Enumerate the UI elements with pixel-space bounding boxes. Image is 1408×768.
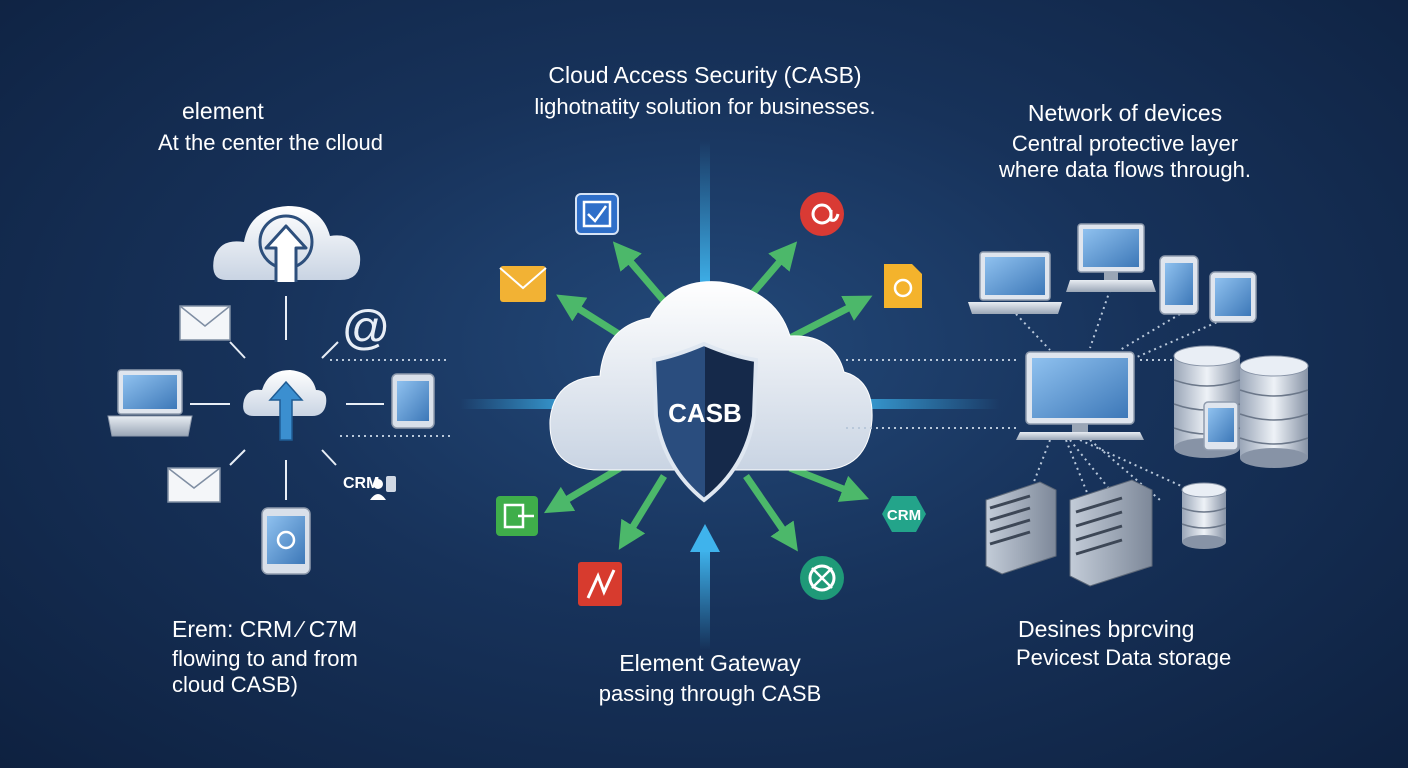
- laptop-icon: [107, 369, 193, 437]
- upload-cloud-icon: [213, 206, 361, 282]
- envelope-icon: [179, 305, 231, 341]
- title-line-2: lighotnatity solution for businesses.: [534, 94, 876, 119]
- casb-shield-label: CASB: [668, 398, 742, 428]
- server-icon: [985, 481, 1057, 575]
- compass-icon: [800, 556, 844, 600]
- server-icon: [1069, 479, 1153, 587]
- right-bottom-heading: Desines bprcving: [1018, 616, 1195, 642]
- right-crm-label: CRM: [887, 507, 921, 524]
- tablet-icon: [391, 373, 435, 429]
- export-icon: [496, 496, 538, 536]
- phone-icon: [1159, 255, 1199, 315]
- bottom-center-subtitle: passing through CASB: [598, 681, 822, 706]
- shield-icon: CASB: [651, 341, 759, 503]
- monitor-icon: [1066, 223, 1156, 292]
- tablet-icon: [1209, 271, 1257, 323]
- envelope-icon: [167, 467, 221, 503]
- database-icon: [1239, 355, 1309, 468]
- right-cluster: [846, 223, 1309, 587]
- cloud-hub-icon: [243, 370, 327, 441]
- right-top-line-2: Central protective layer: [1011, 131, 1239, 156]
- left-top-subtitle: At the center the clloud: [158, 130, 384, 155]
- right-bottom-subtitle: Pevicest Data storage: [1016, 645, 1232, 670]
- left-bottom-line-2: flowing to and from: [172, 646, 358, 671]
- left-crm-label: CRM: [343, 475, 379, 492]
- crm-user-icon: CRM: [343, 475, 396, 500]
- mail-icon: [499, 266, 547, 302]
- left-top-heading: element: [182, 98, 264, 124]
- phone-icon: [1203, 401, 1239, 451]
- database-icon: [1181, 482, 1227, 549]
- right-dotted-lines: [846, 289, 1223, 501]
- phone-icon: [261, 507, 311, 575]
- desktop-monitor-icon: [1016, 351, 1144, 440]
- left-connector-lines: [190, 296, 384, 500]
- left-bottom-line-3: cloud CASB): [172, 672, 298, 697]
- right-top-heading: Network of devices: [1027, 100, 1223, 126]
- document-icon: [884, 264, 922, 308]
- checkbox-icon: [575, 193, 619, 235]
- crm-app-icon: CRM: [882, 496, 926, 532]
- left-bottom-heading: Erem: CRM ∕ C7M: [172, 616, 358, 642]
- right-top-line-3: where data flows through.: [999, 157, 1251, 182]
- at-symbol-icon: @: [342, 302, 391, 355]
- laptop-icon: [968, 251, 1062, 314]
- title-line-1: Cloud Access Security (CASB): [548, 62, 862, 88]
- green-flow-arrows: [543, 241, 873, 552]
- bottom-center-heading: Element Gateway: [619, 650, 801, 676]
- email-at-icon: [800, 192, 844, 236]
- chart-app-icon: [578, 562, 622, 606]
- left-cluster: @ CRM: [107, 206, 450, 575]
- casb-hub: CASB C: [460, 140, 1000, 650]
